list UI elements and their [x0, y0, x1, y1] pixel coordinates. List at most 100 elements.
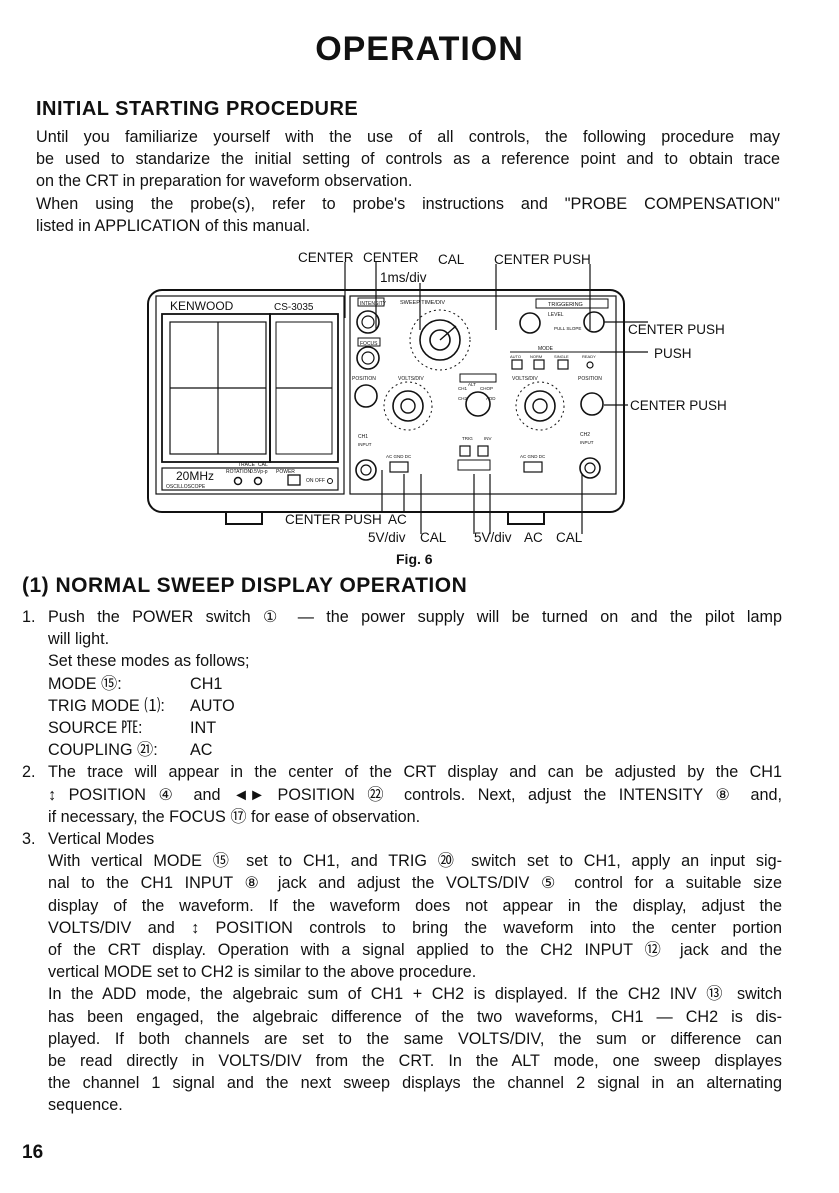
text-line: When using the probe(s), refer to probe'… [36, 194, 780, 213]
text-line: of the CRT display. Operation with a sig… [48, 941, 782, 960]
text-line: has been engaged, the algebraic differen… [48, 1007, 782, 1026]
text-line: VOLTS/DIV and ↕ POSITION controls to bri… [48, 918, 782, 937]
ch2-label: CH2 [580, 432, 590, 438]
auto-label: AUTO [510, 354, 521, 359]
setting-name: MODE ⑮: [48, 674, 122, 693]
trig-label: TRIG [462, 436, 473, 441]
model-label: CS-3035 [274, 302, 314, 313]
procedure-list: 1. Push the POWER switch ① — the power s… [22, 606, 782, 1117]
add-label: ADD [486, 396, 496, 401]
ch2-mode-label: CH2 [458, 396, 467, 401]
text-line: played. If both channels are set to the … [48, 1029, 782, 1048]
subheading-vertical-modes: Vertical Modes [48, 830, 155, 849]
text-line: ↕ POSITION ④ and ◄► POSITION ㉒ controls.… [48, 785, 782, 804]
ch1-coupling-switch[interactable] [389, 461, 409, 473]
callout-leaders [344, 262, 648, 534]
trig-source-switch[interactable] [459, 445, 471, 457]
list-item-number: 3. [22, 830, 36, 849]
trace-label: TRACE [238, 462, 256, 468]
vertical-mode-knob[interactable] [465, 391, 491, 417]
text-line: display of the waveform. If the waveform… [48, 896, 782, 915]
power-switch[interactable] [287, 474, 301, 486]
cal-terminal [253, 476, 263, 486]
norm-button[interactable] [533, 359, 545, 370]
trig-mode-label: MODE [538, 346, 554, 352]
inv-label: INV [484, 436, 492, 441]
ch2-input-jack[interactable] [579, 457, 601, 479]
scope-chassis [147, 289, 625, 513]
ch2-volts-div-label: VOLTS/DIV [512, 376, 538, 382]
auto-button[interactable] [511, 359, 523, 370]
list-item: 1. Push the POWER switch ① — the power s… [22, 606, 782, 761]
callout-5v-div-1: 5V/div [368, 530, 406, 545]
intro-paragraph: Until you familiarize yourself with the … [36, 126, 780, 237]
sweep-time-knob[interactable] [419, 319, 461, 361]
ch1-label: CH1 [358, 434, 368, 440]
list-item-number: 1. [22, 608, 36, 626]
ch2-position-label: POSITION [578, 376, 602, 382]
callout-center-push-top: CENTER PUSH [494, 252, 591, 267]
rotation-label: ROTATION [226, 469, 251, 475]
setting-name: COUPLING ㉑: [48, 741, 158, 760]
callout-cal-bottom-1: CAL [420, 530, 447, 545]
callout-push-right: PUSH [654, 346, 692, 361]
figure-caption: Fig. 6 [396, 551, 433, 567]
oscilloscope-figure: KENWOOD CS-3035 20MHz OSCILLOSCOPE TRACE… [147, 250, 727, 567]
trigger-level-knob[interactable] [583, 311, 605, 333]
ch2-volts-div-knob[interactable] [524, 390, 556, 422]
page-title: OPERATION [315, 30, 524, 68]
callout-1ms-div: 1ms/div [380, 270, 427, 285]
sweep-scale-ring [409, 309, 471, 371]
ch1-mode-label: CH1 [458, 386, 467, 391]
ch2-inv-switch[interactable] [477, 445, 489, 457]
callout-center-1: CENTER [298, 250, 354, 265]
text-line: The trace will appear in the center of t… [48, 763, 782, 782]
text-line: the channel 1 signal and the next sweep … [48, 1074, 782, 1093]
text-line: Push the POWER switch ① — the power supp… [48, 608, 782, 626]
section-heading-initial: INITIAL STARTING PROCEDURE [36, 98, 359, 120]
triggering-label: TRIGGERING [548, 302, 583, 308]
norm-label: NORM [530, 354, 542, 359]
callout-ac-bottom: AC [388, 512, 407, 527]
text-line: on the CRT in preparation for waveform o… [36, 172, 413, 191]
brand-logo: KENWOOD [170, 299, 234, 313]
callout-cal-top: CAL [438, 252, 465, 267]
position-horizontal-knob[interactable] [519, 312, 541, 334]
setting-name: TRIG MODE ⑴: [48, 696, 165, 715]
setting-name: SOURCE ㉐: [48, 719, 143, 738]
list-item: 3. Vertical Modes With vertical MODE ⑮ s… [22, 828, 782, 1117]
single-button[interactable] [557, 359, 569, 370]
callout-5v-div-2: 5V/div [474, 530, 512, 545]
callout-center-push-right-2: CENTER PUSH [630, 398, 727, 413]
chop-label: CHOP [480, 386, 493, 391]
setting-value: CH1 [190, 674, 223, 693]
intensity-knob[interactable] [356, 310, 380, 334]
ch1-input-label: INPUT [358, 442, 372, 447]
focus-knob[interactable] [356, 346, 380, 370]
section-heading-normal-sweep: (1) NORMAL SWEEP DISPLAY OPERATION [22, 574, 468, 597]
ch1-input-jack[interactable] [355, 459, 377, 481]
ch1-volts-div-knob[interactable] [392, 390, 424, 422]
callout-cal-bottom-2: CAL [556, 530, 583, 545]
scope-type-label: OSCILLOSCOPE [166, 484, 206, 490]
text-line: listed in APPLICATION of this manual. [36, 216, 311, 235]
focus-label: FOCUS [360, 341, 378, 347]
setting-value: INT [190, 719, 217, 738]
pull-slope-label: PULL SLOPE [554, 326, 581, 331]
list-item: 2. The trace will appear in the center o… [22, 761, 782, 828]
list-item-number: 2. [22, 763, 36, 782]
text-line: Until you familiarize yourself with the … [36, 128, 780, 146]
ch2-coupling-switch[interactable] [523, 461, 543, 473]
text-line: With vertical MODE ⑮ set to CH1, and TRI… [48, 852, 782, 871]
trace-rotation-knob[interactable] [233, 476, 243, 486]
setting-value: AUTO [190, 696, 235, 715]
callout-center-push-bottom: CENTER PUSH [285, 512, 382, 527]
ready-lamp [586, 361, 594, 369]
ch1-position-knob[interactable] [354, 384, 378, 408]
text-line: Set these modes as follows; [48, 652, 250, 671]
power-label: POWER [276, 469, 295, 475]
ch2-position-knob[interactable] [580, 392, 604, 416]
text-line: if necessary, the FOCUS ⑰ for ease of ob… [48, 807, 421, 826]
text-line: be read directly in VOLTS/DIV from the C… [48, 1052, 782, 1071]
sweep-time-label: SWEEP TIME/DIV [400, 300, 445, 306]
